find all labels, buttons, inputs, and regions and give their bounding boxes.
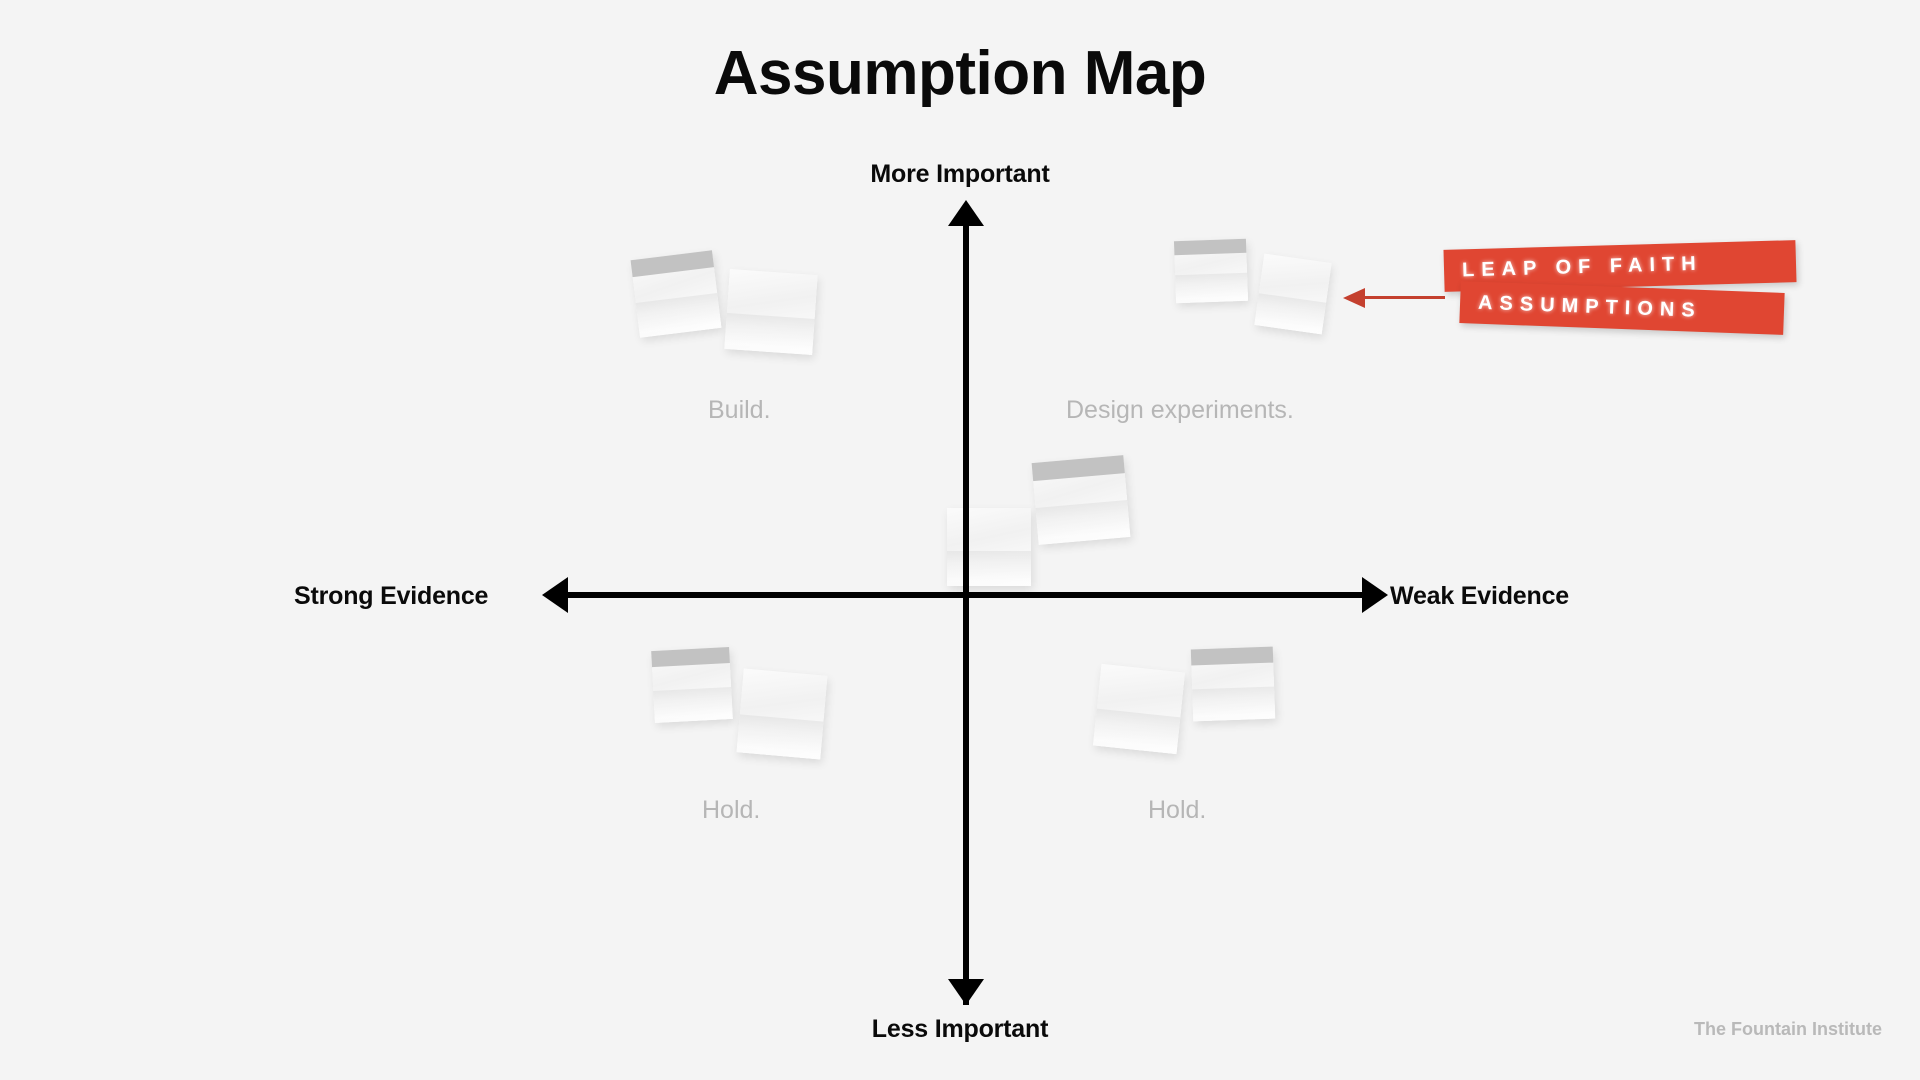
sticky-note[interactable]	[724, 269, 818, 355]
axis-label-strong-evidence: Strong Evidence	[294, 582, 489, 610]
sticky-note[interactable]	[651, 647, 733, 723]
sticky-note[interactable]	[1092, 663, 1186, 755]
sticky-note[interactable]	[1173, 238, 1249, 304]
sticky-note[interactable]	[630, 250, 722, 338]
arrow-down-icon	[948, 979, 984, 1005]
axis-label-more-important: More Important	[870, 160, 1050, 188]
sticky-note[interactable]	[947, 508, 1031, 586]
horizontal-axis-line	[560, 592, 1370, 598]
quadrant-label-top-right: Design experiments.	[1066, 396, 1294, 424]
vertical-axis-line	[963, 215, 969, 1005]
callout-arrow-line	[1363, 296, 1445, 299]
callout-line-2: ASSUMPTIONS	[1459, 281, 1785, 335]
watermark-the-fountain-institute: The Fountain Institute	[1694, 1019, 1882, 1039]
callout-arrow-left-icon	[1343, 288, 1365, 308]
arrow-up-icon	[948, 200, 984, 226]
quadrant-label-top-left: Build.	[708, 396, 771, 424]
sticky-note[interactable]	[1190, 646, 1276, 722]
sticky-note[interactable]	[736, 668, 828, 760]
quadrant-label-bottom-left: Hold.	[702, 796, 761, 824]
arrow-right-icon	[1362, 577, 1388, 613]
axis-label-weak-evidence: Weak Evidence	[1390, 582, 1569, 610]
sticky-note[interactable]	[1031, 455, 1131, 545]
sticky-note[interactable]	[1254, 253, 1332, 335]
arrow-left-icon	[542, 577, 568, 613]
axis-label-less-important: Less Important	[871, 1015, 1049, 1043]
page-title: Assumption Map	[713, 39, 1207, 108]
leap-of-faith-callout: LEAP OF FAITH ASSUMPTIONS	[1443, 240, 1816, 345]
quadrant-label-bottom-right: Hold.	[1148, 796, 1207, 824]
